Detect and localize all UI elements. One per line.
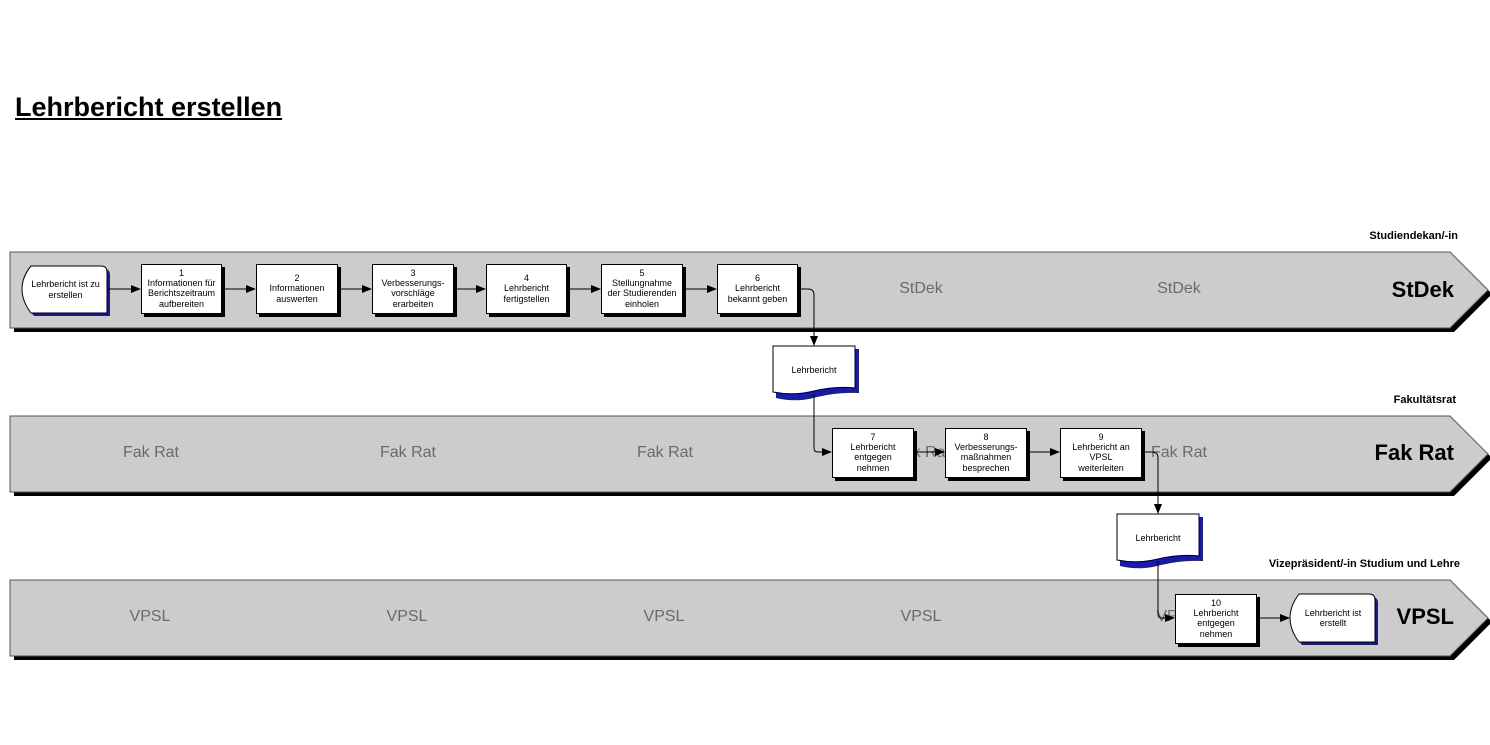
lane-fakrat: Fakultätsrat Fak Rat Fak Rat Fak Rat Fak… bbox=[9, 394, 1490, 496]
step-number: 3 bbox=[410, 267, 416, 278]
lane-stdek-watermark: StDek bbox=[1157, 280, 1202, 297]
document-label: Lehrbericht bbox=[791, 365, 837, 375]
lane-vpsl-role: Vizepräsident/-in Studium und Lehre bbox=[1269, 558, 1460, 570]
start-event-label: Lehrbericht ist zu erstellen bbox=[31, 279, 100, 300]
step-number: 6 bbox=[754, 273, 760, 283]
process-step-1[interactable]: 1 Informationen für Berichtszeitraum auf… bbox=[141, 264, 222, 314]
lane-fakrat-watermark: Fak Rat bbox=[380, 444, 437, 461]
step-number: 8 bbox=[983, 431, 989, 442]
process-step-7[interactable]: 7 Lehrbericht entgegen nehmen bbox=[832, 428, 914, 478]
step-number: 10 bbox=[1210, 597, 1221, 608]
step-label: Lehrbericht bekannt geben bbox=[727, 283, 788, 304]
process-step-4[interactable]: 4 Lehrbericht fertigstellen bbox=[486, 264, 567, 314]
step-number: 9 bbox=[1098, 431, 1104, 442]
process-step-10[interactable]: 10 Lehrbericht entgegen nehmen bbox=[1175, 594, 1257, 644]
arrow-connector bbox=[1157, 561, 1175, 622]
end-event-label: Lehrbericht ist erstellt bbox=[1304, 607, 1362, 629]
lane-fakrat-band bbox=[9, 415, 1489, 493]
start-event: Lehrbericht ist zu erstellen bbox=[24, 266, 107, 313]
step-label: Verbesserungs- vorschläge erarbeiten bbox=[381, 277, 445, 309]
document-label: Lehrbericht bbox=[1135, 533, 1181, 543]
lane-vpsl-abbr: VPSL bbox=[1397, 604, 1454, 629]
lane-vpsl-band bbox=[9, 579, 1489, 657]
lane-vpsl-watermark: VPSL bbox=[130, 608, 171, 625]
arrow-connector bbox=[813, 394, 832, 456]
arrow-connector bbox=[798, 288, 818, 346]
step-label: Lehrbericht entgegen nehmen bbox=[850, 441, 896, 473]
step-label: Verbesserungs- maßnahmen besprechen bbox=[954, 441, 1018, 473]
document: Lehrbericht bbox=[1117, 533, 1199, 543]
lane-fakrat-watermark: Fak Rat bbox=[1151, 444, 1208, 461]
lane-fakrat-abbr: Fak Rat bbox=[1375, 440, 1455, 465]
process-step-8[interactable]: 8 Verbesserungs- maßnahmen besprechen bbox=[945, 428, 1027, 478]
process-step-5[interactable]: 5 Stellungnahme der Studierenden einhole… bbox=[601, 264, 683, 314]
process-step-6[interactable]: 6 Lehrbericht bekannt geben bbox=[717, 264, 798, 314]
step-label: Informationen für Berichtszeitraum aufbe… bbox=[147, 277, 216, 309]
lane-stdek-abbr: StDek bbox=[1392, 277, 1455, 302]
step-label: Stellungnahme der Studierenden einholen bbox=[607, 277, 677, 309]
document-shape bbox=[772, 345, 859, 401]
step-label: Lehrbericht fertigstellen bbox=[503, 283, 550, 304]
step-number: 5 bbox=[639, 267, 645, 278]
lane-stdek-role: Studiendekan/-in bbox=[1369, 230, 1458, 242]
lane-stdek-watermark: StDek bbox=[899, 280, 944, 297]
end-event-shape bbox=[1289, 593, 1378, 645]
lane-vpsl-watermark: VPSL bbox=[644, 608, 685, 625]
lane-vpsl-watermark: VPSL bbox=[901, 608, 942, 625]
end-event: Lehrbericht ist erstellt bbox=[1291, 594, 1375, 642]
lane-fakrat-role: Fakultätsrat bbox=[1394, 394, 1457, 406]
connectors bbox=[108, 285, 1290, 622]
step-number: 4 bbox=[523, 273, 529, 283]
step-number: 7 bbox=[870, 431, 876, 442]
process-step-2[interactable]: 2 Informationen auswerten bbox=[256, 264, 338, 314]
process-step-9[interactable]: 9 Lehrbericht an VPSL weiterleiten bbox=[1060, 428, 1142, 478]
page-title: Lehrbericht erstellen bbox=[15, 92, 283, 122]
step-label: Lehrbericht an VPSL weiterleiten bbox=[1072, 441, 1130, 473]
lane-vpsl-watermark: VPSL bbox=[387, 608, 428, 625]
step-number: 2 bbox=[294, 273, 300, 283]
arrow-connector bbox=[1142, 451, 1162, 514]
step-label: Lehrbericht entgegen nehmen bbox=[1193, 607, 1239, 639]
process-step-3[interactable]: 3 Verbesserungs- vorschläge erarbeiten bbox=[372, 264, 454, 314]
step-label: Informationen auswerten bbox=[269, 283, 325, 304]
document-shape bbox=[1116, 513, 1203, 569]
step-number: 1 bbox=[178, 267, 184, 278]
lane-vpsl: Vizepräsident/-in Studium und Lehre VPSL… bbox=[9, 558, 1490, 660]
lane-fakrat-watermark: Fak Rat bbox=[123, 444, 180, 461]
lane-fakrat-watermark: Fak Rat bbox=[637, 444, 694, 461]
document: Lehrbericht bbox=[773, 365, 855, 375]
start-event-shape bbox=[21, 265, 110, 316]
